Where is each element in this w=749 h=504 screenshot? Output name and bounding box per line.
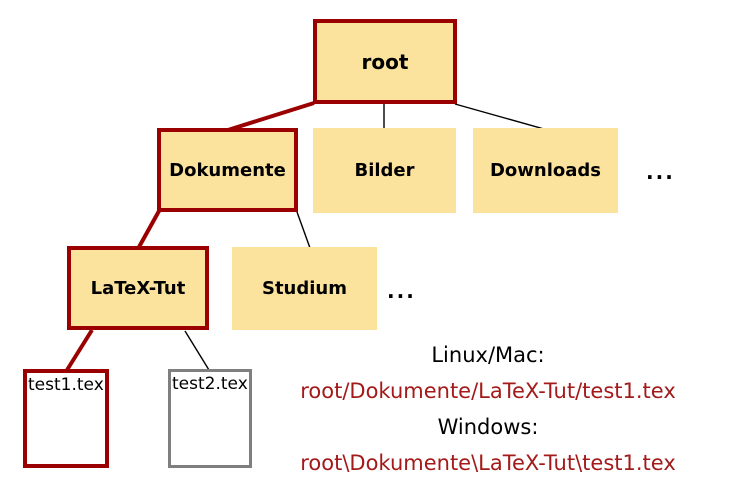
tree-node-dokumente: Dokumente (157, 128, 298, 212)
tree-node-dokumente-label: Dokumente (169, 159, 286, 181)
tree-node-test2-file: test2.tex (168, 369, 252, 468)
edge-root-dokumente-highlighted (227, 101, 315, 132)
level2-ellipsis: ... (387, 279, 416, 303)
windows-path: root\Dokumente\LaTeX-Tut\test1.tex (300, 451, 676, 475)
edge-dokumente-studium (296, 211, 311, 249)
tree-node-bilder: Bilder (313, 128, 456, 213)
level1-ellipsis: ... (646, 160, 675, 184)
windows-label: Windows: (437, 415, 539, 439)
linux-mac-label: Linux/Mac: (431, 343, 545, 367)
tree-node-bilder-label: Bilder (354, 160, 415, 181)
tree-node-root-label: root (361, 49, 409, 74)
tree-node-studium: Studium (232, 247, 377, 330)
tree-node-latex-tut: LaTeX-Tut (67, 246, 209, 330)
edge-dokumente-latextut-highlighted (137, 210, 161, 248)
tree-node-studium-label: Studium (261, 278, 347, 299)
edge-latextut-test1-highlighted (65, 328, 94, 372)
tree-node-test2-label: test2.tex (172, 374, 248, 394)
tree-node-test1-file: test1.tex (23, 369, 109, 468)
tree-node-root: root (313, 19, 457, 104)
path-annotation: Linux/Mac: root/Dokumente/LaTeX-Tut/test… (278, 337, 698, 481)
tree-node-downloads: Downloads (473, 128, 618, 213)
tree-node-test1-label: test1.tex (28, 375, 104, 395)
edge-root-downloads (454, 103, 545, 130)
tree-node-latex-tut-label: LaTeX-Tut (90, 277, 186, 299)
tree-node-downloads-label: Downloads (489, 160, 602, 181)
edge-latextut-test2 (184, 330, 210, 371)
linux-mac-path: root/Dokumente/LaTeX-Tut/test1.tex (300, 379, 676, 403)
